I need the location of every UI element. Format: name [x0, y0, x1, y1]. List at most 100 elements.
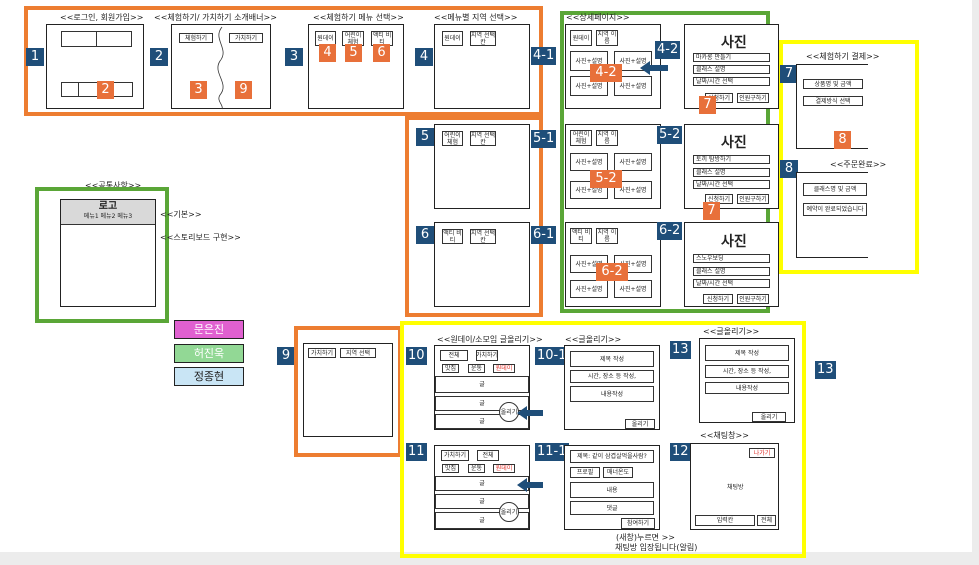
- post-join-button[interactable]: 참여하기: [621, 518, 655, 529]
- board10-all[interactable]: 전체: [440, 350, 468, 361]
- frame-common: [35, 187, 169, 323]
- badge-8: 8: [780, 160, 798, 178]
- write2-time[interactable]: 시간, 장소 등 작성,: [705, 365, 789, 378]
- board11-food[interactable]: 맛집: [442, 464, 459, 473]
- badge-5: 5: [416, 128, 434, 146]
- board11-post-1[interactable]: 글: [435, 476, 529, 491]
- board11-sports[interactable]: 운동: [468, 464, 485, 473]
- legend-person-1: 문은진: [174, 320, 244, 339]
- screen-board-oneday: 전체 가치하기 맛집 운동 원데이 글 글 글 올리기: [434, 345, 530, 430]
- caption-login: <<로그인, 회원가입>>: [60, 13, 144, 22]
- login-button-right[interactable]: [113, 82, 133, 97]
- frame-community: [400, 321, 806, 558]
- common-menus[interactable]: 메뉴1 메뉴2 메뉴3: [83, 213, 133, 220]
- banner-value-button[interactable]: 가치하기: [229, 33, 263, 43]
- payment-method[interactable]: 결제방식 선택: [803, 96, 863, 106]
- detail-buy-craft[interactable]: 인원구하기: [737, 294, 769, 304]
- list-item-12[interactable]: 사진+설명: [614, 280, 652, 298]
- detail-buy-kids[interactable]: 인원구하기: [737, 194, 769, 204]
- caption-note: (새창)누르면 >>: [616, 533, 675, 542]
- list-item-8[interactable]: 사진+설명: [614, 181, 652, 199]
- arrow-to-4-2: [640, 61, 668, 75]
- orange-badge-6: 6: [373, 44, 390, 62]
- login-banner-left: [61, 31, 97, 47]
- region-select-craft[interactable]: 지역 선택칸: [470, 229, 496, 244]
- orange-badge-9: 9: [235, 81, 252, 99]
- legend-person-2: 허진욱: [174, 344, 244, 363]
- chat-leave-button[interactable]: 나가기: [749, 448, 775, 458]
- frame-region-screens: [405, 116, 543, 317]
- orange-badge-4: 4: [319, 44, 336, 62]
- orange-badge-3: 3: [190, 81, 207, 99]
- post-tag: 매너온도: [603, 467, 633, 478]
- detail-photo-craft: 사진: [721, 234, 747, 250]
- region-tag-oneday: 원데이: [442, 31, 463, 46]
- post-comment[interactable]: 댓글: [570, 501, 654, 515]
- login-banner-right: [96, 31, 132, 47]
- board11-all[interactable]: 가치하기: [441, 450, 469, 461]
- badge-13: 13: [670, 341, 691, 359]
- badge-6: 6: [416, 226, 434, 244]
- write2-content[interactable]: 내용작성: [705, 382, 789, 394]
- value-region-select[interactable]: 지역 선택: [340, 348, 376, 358]
- detail-date-oneday[interactable]: 날짜/시간 선택: [693, 77, 770, 86]
- chat-input[interactable]: 입력칸: [695, 515, 755, 526]
- payment-product-price: 상품명 및 금액: [803, 79, 863, 89]
- board11-oneday[interactable]: 원데이: [493, 464, 515, 473]
- region-select-kids[interactable]: 지역 선택칸: [470, 131, 496, 146]
- badge-12: 12: [670, 443, 691, 461]
- value-tag: 가치하기: [308, 348, 336, 358]
- write1-upload[interactable]: 올리기: [625, 419, 655, 429]
- write1-title[interactable]: 제목 작성: [570, 351, 654, 367]
- order-class-price: 클래스명 및 금액: [803, 183, 867, 196]
- write2-upload[interactable]: 올리기: [752, 412, 786, 422]
- write1-time[interactable]: 시간, 장소 등 작성,: [570, 370, 654, 383]
- orange-badge-2: 2: [97, 81, 114, 99]
- orange-badge-7a: 7: [699, 96, 716, 114]
- list-item-5[interactable]: 사진+설명: [570, 153, 608, 171]
- detail-apply-craft[interactable]: 신청하기: [703, 294, 733, 304]
- region-select-oneday[interactable]: 지역 선택칸: [470, 31, 496, 46]
- caption-payment: <<체험하기 결제>>: [806, 52, 880, 61]
- caption-detail: <<상세페이지>>: [566, 13, 630, 22]
- region-tag-craft: 액티 비티: [442, 229, 463, 244]
- badge-2: 2: [150, 48, 168, 66]
- screen-list-kids: 어린이 체험 지역 이름 사진+설명 사진+설명 사진+설명 사진+설명: [565, 124, 661, 209]
- board11-upload-button[interactable]: 올리기: [499, 502, 519, 522]
- chat-send-button[interactable]: 전체: [757, 515, 776, 526]
- board10-region[interactable]: 가치하기: [476, 350, 498, 361]
- list-item-4[interactable]: 사진+설명: [614, 76, 652, 96]
- list-item-11[interactable]: 사진+설명: [570, 280, 608, 298]
- detail-class-name-kids: 토끼 탐방하기: [693, 155, 770, 164]
- detail-buy-oneday[interactable]: 인원구하기: [737, 93, 769, 103]
- badge-3: 3: [285, 48, 303, 66]
- board10-food[interactable]: 맛집: [442, 364, 459, 373]
- detail-date-craft[interactable]: 날짜/시간 선택: [693, 279, 770, 288]
- board10-post-1[interactable]: 글: [435, 376, 529, 393]
- detail-desc-kids: 클래스 설명: [693, 168, 770, 177]
- login-button-left[interactable]: [61, 82, 79, 97]
- screen-menu: 원데이 어린이 체험 액티 비티: [308, 24, 404, 109]
- badge-7: 7: [780, 65, 798, 83]
- banner-experience-button[interactable]: 체험하기: [179, 33, 213, 43]
- write1-content[interactable]: 내용작성: [570, 386, 654, 402]
- list-item-2[interactable]: 사진+설명: [614, 51, 652, 71]
- write2-title[interactable]: 제목 작성: [705, 345, 789, 361]
- board11-region[interactable]: 전체: [477, 450, 499, 461]
- caption-region: <<메뉴별 지역 선택>>: [434, 13, 518, 22]
- screen-write-2: 제목 작성 시간, 장소 등 작성, 내용작성 올리기: [699, 338, 795, 423]
- board10-sports[interactable]: 운동: [468, 364, 485, 373]
- banner-divider: [217, 26, 224, 110]
- screen-value-main: 가치하기 지역 선택: [303, 343, 393, 437]
- list-item-6[interactable]: 사진+설명: [614, 153, 652, 171]
- board10-oneday[interactable]: 원데이: [493, 364, 515, 373]
- badge-13-right: 13: [815, 361, 836, 379]
- caption-note2: 채팅방 입장됩니다(알림): [615, 543, 698, 552]
- detail-date-kids[interactable]: 날짜/시간 선택: [693, 180, 770, 189]
- screen-post-detail: 제목: 같이 삼겹살먹을사람? 프로필 매너온도 내용 댓글 참여하기: [564, 445, 660, 530]
- orange-badge-5: 5: [345, 44, 362, 62]
- caption-storyboard: <<스토리보드 구현>>: [160, 233, 241, 242]
- post-profile: 프로필: [570, 467, 600, 478]
- badge-6-2: 6-2: [657, 222, 683, 240]
